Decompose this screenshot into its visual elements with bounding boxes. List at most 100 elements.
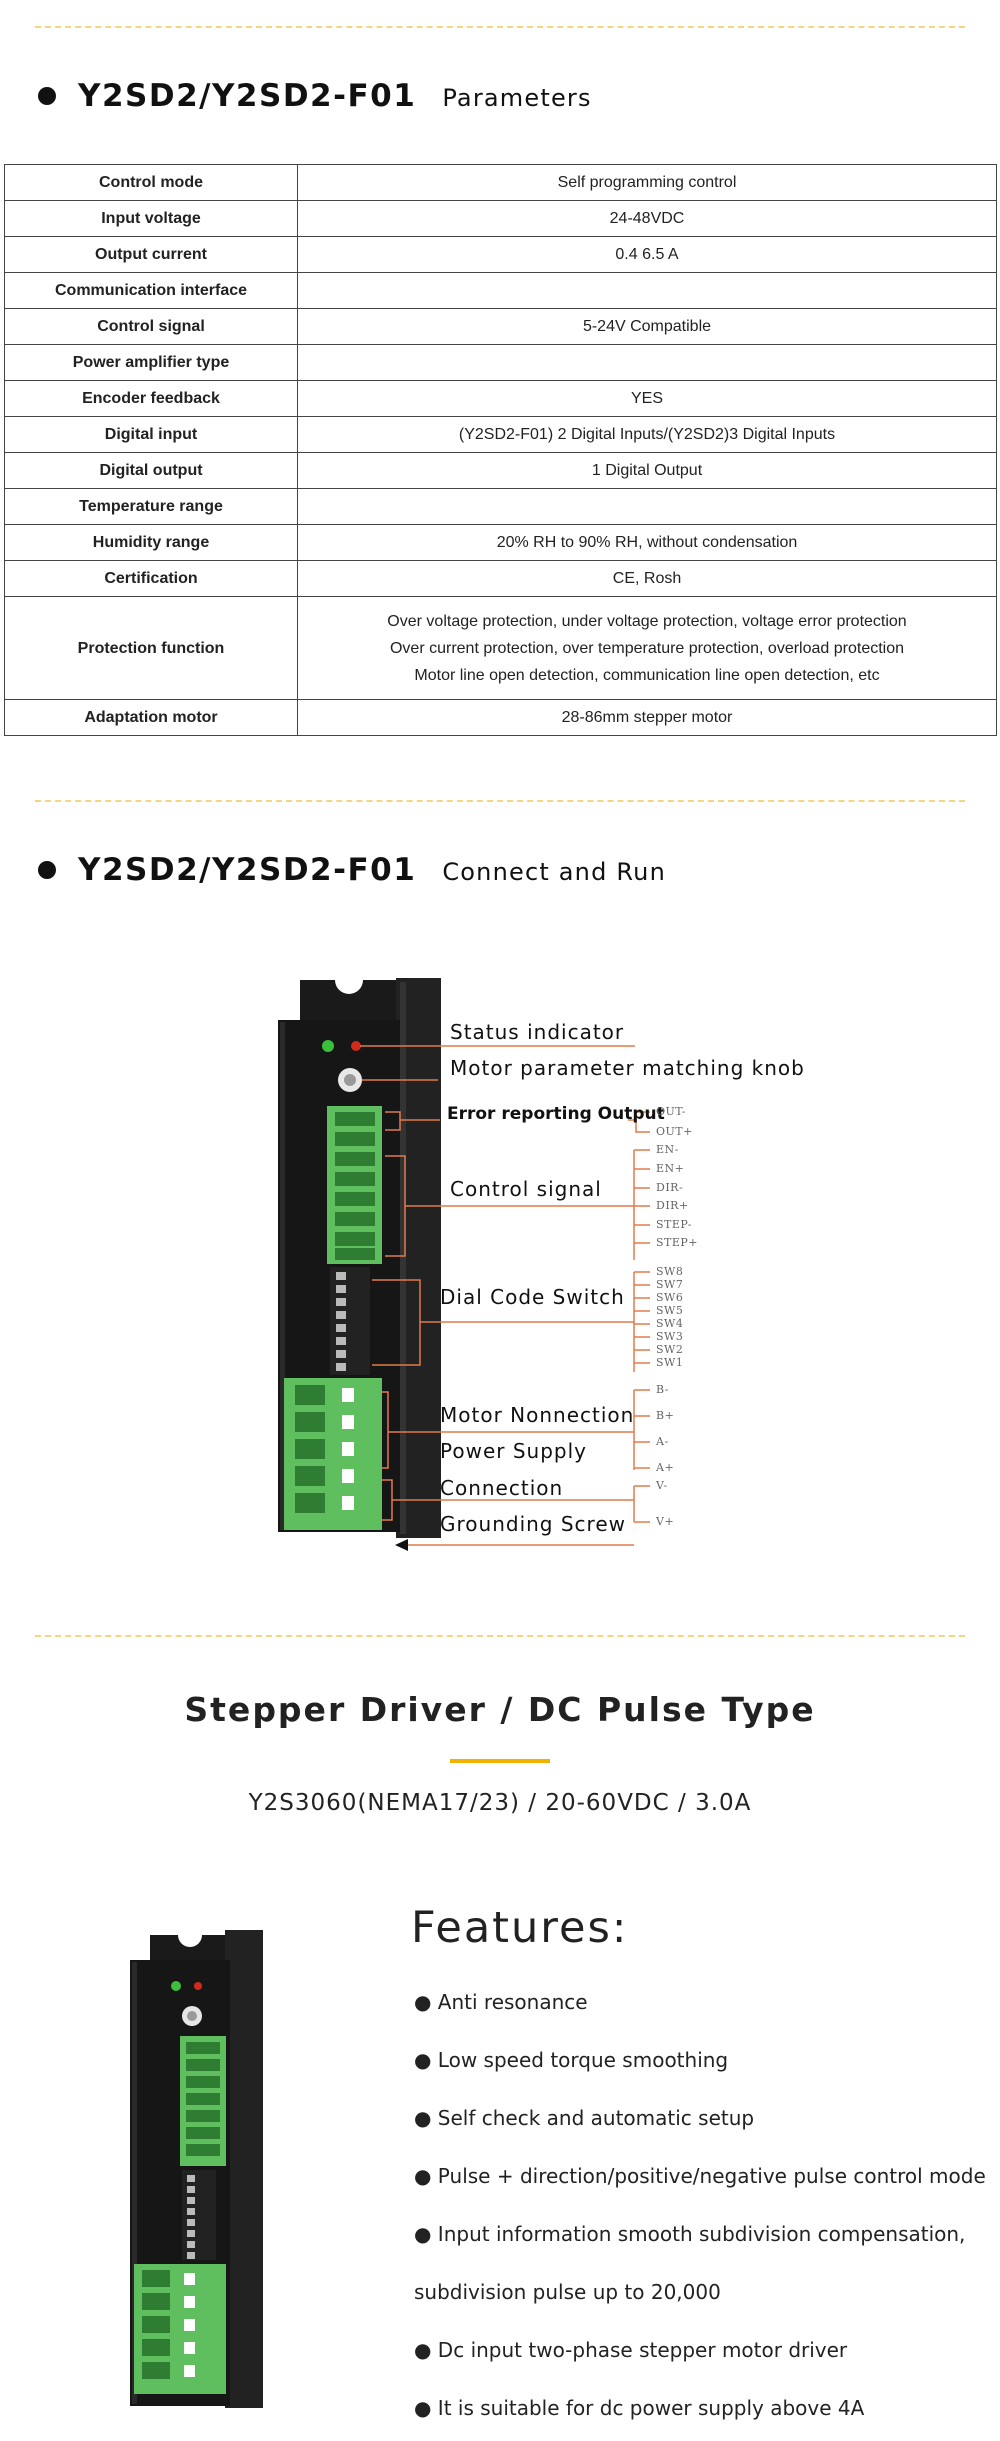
label-status-indicator: Status indicator: [450, 1020, 625, 1044]
driver-device-image: [278, 978, 441, 1538]
param-key: Control mode: [4, 164, 298, 201]
param-key: Input voltage: [4, 200, 298, 237]
pin-step-plus: STEP+: [656, 1236, 699, 1249]
pin-b-plus: B+: [656, 1409, 675, 1422]
pin-sw1: SW1: [656, 1356, 684, 1369]
pin-sw7: SW7: [656, 1278, 684, 1291]
label-power-supply: Power Supply: [440, 1439, 587, 1463]
features-title: Features:: [411, 1903, 629, 1953]
pin-step-minus: STEP-: [656, 1218, 692, 1231]
table-row: Digital input(Y2SD2-F01) 2 Digital Input…: [4, 416, 997, 453]
param-key: Power amplifier type: [4, 344, 298, 381]
arrow-icon: [395, 1539, 408, 1551]
divider-middle: [35, 800, 965, 802]
driver-product-image: [130, 1930, 263, 2408]
title-underline: [450, 1759, 550, 1763]
driver-connection-diagram: [278, 978, 650, 1551]
pin-sw5: SW5: [656, 1304, 684, 1317]
pin-sw6: SW6: [656, 1291, 684, 1304]
section-model: Y2SD2/Y2SD2-F01: [78, 852, 417, 888]
bullet-icon: [38, 861, 56, 879]
product-title: Stepper Driver / DC Pulse Type: [184, 1690, 816, 1729]
pin-dir-plus: DIR+: [656, 1199, 689, 1212]
section-model: Y2SD2/Y2SD2-F01: [78, 78, 417, 114]
param-value: 1 Digital Output: [297, 452, 997, 489]
section-subtitle: Parameters: [442, 84, 592, 112]
pin-b-minus: B-: [656, 1383, 670, 1396]
table-row: Temperature range: [4, 488, 997, 525]
param-value: YES: [297, 380, 997, 417]
param-key: Adaptation motor: [4, 699, 298, 736]
pin-sw4: SW4: [656, 1317, 684, 1330]
param-value: (Y2SD2-F01) 2 Digital Inputs/(Y2SD2)3 Di…: [297, 416, 997, 453]
label-grounding-screw: Grounding Screw: [440, 1512, 626, 1536]
table-row: Power amplifier type: [4, 344, 997, 381]
feature-item: ● Self check and automatic setup: [414, 2106, 755, 2130]
label-power-connection: Connection: [440, 1476, 564, 1500]
param-value: [297, 488, 997, 525]
table-row: Communication interface: [4, 272, 997, 309]
section-subtitle: Connect and Run: [442, 858, 666, 886]
param-key: Humidity range: [4, 524, 298, 561]
param-key: Encoder feedback: [4, 380, 298, 417]
pin-a-minus: A-: [656, 1435, 669, 1448]
pin-v-plus: V+: [656, 1515, 675, 1528]
param-key: Temperature range: [4, 488, 298, 525]
pin-sw8: SW8: [656, 1265, 684, 1278]
pin-sw3: SW3: [656, 1330, 684, 1343]
param-key: Communication interface: [4, 272, 298, 309]
protection-line: Over current protection, over temperatur…: [389, 639, 905, 657]
param-value: [297, 344, 997, 381]
param-value: 24-48VDC: [297, 200, 997, 237]
param-value: 20% RH to 90% RH, without condensation: [297, 524, 997, 561]
param-key: Digital output: [4, 452, 298, 489]
protection-line: Over voltage protection, under voltage p…: [387, 612, 907, 630]
table-row: Protection function Over voltage protecti…: [4, 596, 997, 700]
bullet-icon: [38, 87, 56, 105]
param-key: Control signal: [4, 308, 298, 345]
label-knob: Motor parameter matching knob: [450, 1056, 805, 1080]
label-control-signal: Control signal: [450, 1177, 602, 1201]
param-key: Output current: [4, 236, 298, 273]
section-parameters-title: Y2SD2/Y2SD2-F01 Parameters: [38, 78, 592, 114]
param-key: Protection function: [4, 596, 298, 700]
pin-out-plus: OUT+: [656, 1125, 693, 1138]
label-motor-connection: Motor Nonnection: [440, 1403, 635, 1427]
label-error-output: Error reporting Output: [447, 1104, 665, 1124]
section-connect-title: Y2SD2/Y2SD2-F01 Connect and Run: [38, 852, 666, 888]
pin-dir-minus: DIR-: [656, 1181, 684, 1194]
pin-out-minus: OUT-: [656, 1105, 686, 1118]
param-value: 5-24V Compatible: [297, 308, 997, 345]
feature-item: ● Anti resonance: [414, 1990, 588, 2014]
divider-top: [35, 26, 965, 28]
param-value: Self programming control: [297, 164, 997, 201]
divider-bottom: [35, 1635, 965, 1637]
feature-item: subdivision pulse up to 20,000: [414, 2280, 721, 2304]
param-value: 0.4 6.5 A: [297, 236, 997, 273]
feature-item: ● Input information smooth subdivision c…: [414, 2222, 966, 2246]
param-value: [297, 272, 997, 309]
protection-line: Motor line open detection, communication…: [414, 666, 880, 684]
feature-item: ● Dc input two-phase stepper motor drive…: [414, 2338, 848, 2362]
pin-en-minus: EN-: [656, 1143, 679, 1156]
pin-v-minus: V-: [656, 1479, 668, 1492]
leader-lines: [360, 1045, 650, 1546]
param-value: 28-86mm stepper motor: [297, 699, 997, 736]
feature-item: ● Pulse + direction/positive/negative pu…: [414, 2164, 986, 2188]
param-value: CE, Rosh: [297, 560, 997, 597]
label-dial-code-switch: Dial Code Switch: [440, 1285, 625, 1309]
pin-a-plus: A+: [656, 1461, 675, 1474]
param-value-multiline: Over voltage protection, under voltage p…: [297, 596, 997, 700]
product-spec: Y2S3060(NEMA17/23) / 20-60VDC / 3.0A: [248, 1790, 752, 1816]
pin-sw2: SW2: [656, 1343, 684, 1356]
